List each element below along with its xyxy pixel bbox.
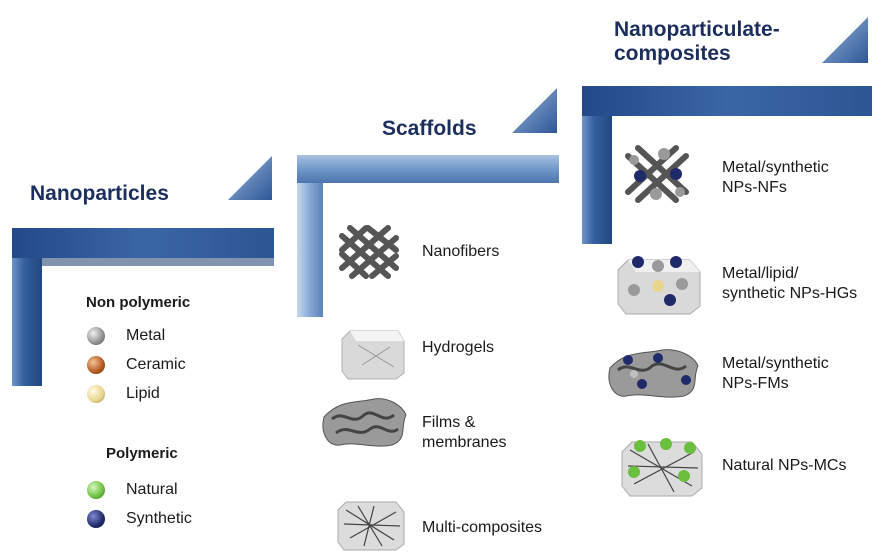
film-membrane-icon — [322, 398, 407, 447]
np-multicomposite-icon — [621, 438, 703, 497]
nanoparticles-title: Nanoparticles — [30, 182, 169, 205]
lipid-label: Lipid — [126, 385, 160, 402]
polymeric-heading: Polymeric — [106, 445, 178, 462]
step-3-bracket — [582, 86, 872, 244]
hydrogel-block-icon — [341, 330, 405, 380]
np-hydrogels-label: Metal/lipid/ synthetic NPs-HGs — [722, 265, 858, 302]
ceramic-sphere-icon — [87, 356, 105, 374]
np-nanofiber-icon — [625, 145, 689, 203]
lipid-sphere-icon — [87, 385, 105, 403]
step-1-triangle — [228, 156, 272, 200]
natural-sphere-icon — [87, 481, 105, 499]
non-polymeric-heading: Non polymeric — [86, 294, 191, 311]
ceramic-label: Ceramic — [126, 356, 186, 373]
step-1-bracket — [12, 228, 274, 386]
np-nanofibers-label: Metal/synthetic NPs-NFs — [722, 159, 829, 196]
multi-composite-icon — [337, 501, 405, 551]
np-film-icon — [608, 349, 699, 398]
natural-label: Natural — [126, 481, 178, 498]
np-films-label: Metal/synthetic NPs-FMs — [722, 355, 829, 392]
hydrogels-label: Hydrogels — [422, 339, 495, 356]
multi-composites-label: Multi-composites — [422, 519, 543, 536]
nanoparticulate-composites-title: Nanoparticulate- composites — [614, 18, 780, 65]
nanofibers-label: Nanofibers — [422, 243, 500, 260]
films-membranes-label: Films & membranes — [422, 414, 507, 451]
np-hydrogel-icon — [617, 256, 701, 315]
step-2-triangle — [512, 88, 557, 133]
step-3-triangle — [822, 17, 868, 63]
synthetic-label: Synthetic — [126, 510, 192, 527]
nanofiber-mesh-icon — [339, 225, 399, 279]
scaffolds-title: Scaffolds — [382, 117, 477, 140]
step-2-bracket — [297, 155, 559, 317]
np-multicomposites-label: Natural NPs-MCs — [722, 457, 847, 474]
metal-sphere-icon — [87, 327, 105, 345]
metal-label: Metal — [126, 327, 166, 344]
synthetic-sphere-icon — [87, 510, 105, 528]
